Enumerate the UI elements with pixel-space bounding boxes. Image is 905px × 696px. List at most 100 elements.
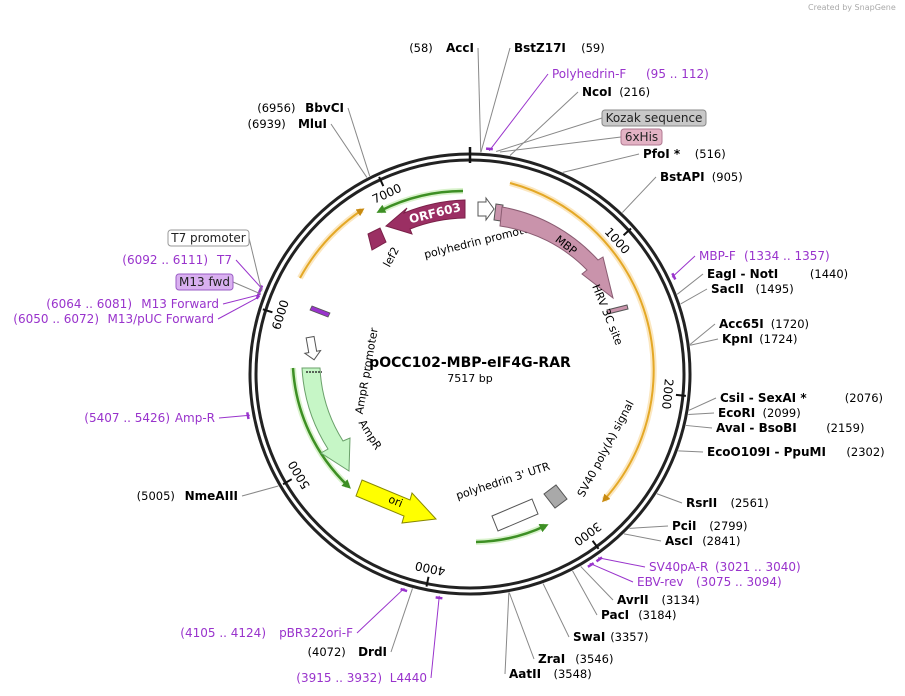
box-t7-promoter	[167, 229, 250, 247]
tick-label: 4000	[414, 559, 447, 579]
orf-arc-left	[297, 207, 364, 280]
site-zrai-name: ZraI	[538, 652, 565, 666]
feature-sv40-label: SV40 poly(A) signal	[575, 398, 637, 499]
feature-lef2-arrow	[367, 227, 387, 251]
primer-m13-pucfwd-position: (6050 .. 6072)	[13, 312, 99, 326]
site-leader	[509, 91, 579, 156]
site-sacii-position: (1495)	[756, 282, 794, 296]
site-kpni-position: (1724)	[759, 332, 797, 346]
box-his-label: 6xHis	[625, 130, 658, 144]
primer-t7-position: (6092 .. 6111)	[122, 253, 208, 267]
site-drdi-position: (4072)	[308, 645, 346, 659]
primer-mark	[671, 272, 677, 281]
site-mlui-position: (6939)	[248, 117, 286, 131]
primer-amp-r-position: (5407 .. 5426)	[84, 411, 170, 425]
primer-m13-pucfwd-name: M13/pUC Forward	[107, 312, 214, 326]
feature-hrv3c-mark	[606, 304, 629, 315]
site-csii-position: (2076)	[845, 391, 883, 405]
site-leader	[347, 107, 371, 177]
feature-polyhedrin-utr-box	[491, 498, 539, 532]
direction-arrows	[290, 188, 549, 545]
site-leader	[622, 176, 657, 213]
box-kozak-label: Kozak sequence	[606, 111, 703, 125]
primer-m13-forward-name: M13 Forward	[141, 297, 219, 311]
site-ncoi-position: (216)	[619, 85, 650, 99]
primer-polyhedrin-f-name: Polyhedrin-F	[552, 67, 626, 81]
site-leader	[676, 273, 704, 295]
site-nmeaiii-name: NmeAIII	[185, 489, 238, 503]
feature-ampr-promoter-arrow	[303, 335, 322, 361]
site-rsrii-name: RsrII	[686, 496, 717, 510]
feature-polyhedrin-utr-label: polyhedrin 3' UTR	[454, 460, 552, 503]
site-bstapi-position: (905)	[712, 170, 743, 184]
site-leader	[656, 493, 683, 504]
site-accI-position: (58)	[409, 41, 433, 55]
tick-mark	[675, 393, 686, 397]
primer-l4440-position: (3915 .. 3932)	[296, 671, 382, 685]
feature-polyhedrin-promoter-arrow	[477, 196, 495, 222]
primer-leader	[217, 295, 261, 320]
site-ncoi-name: NcoI	[582, 85, 612, 99]
site-avrii-name: AvrII	[617, 593, 649, 607]
map-labels: AccI(58)BstZ17I(59)NcoI(216)PfoI *(516)B…	[13, 41, 884, 685]
primer-leader	[218, 414, 250, 419]
site-leader	[508, 592, 535, 660]
box-m13fwd-label: M13 fwd	[179, 275, 230, 289]
primer-ebv-rev-position: (3075 .. 3094)	[696, 575, 782, 589]
site-kpni-name: KpnI	[722, 332, 753, 346]
site-acc65i-name: Acc65I	[719, 317, 764, 331]
site-paci-position: (3184)	[638, 608, 676, 622]
box-m13fwd	[175, 273, 234, 291]
primer-sv40pa-r-name: SV40pA-R	[649, 560, 708, 574]
site-leader	[690, 338, 719, 346]
site-nmeaiii-position: (5005)	[137, 489, 175, 503]
box-leader	[499, 136, 622, 153]
site-pcii-name: PciI	[672, 519, 697, 533]
site-asci-name: AscI	[665, 534, 693, 548]
tick-mark	[282, 478, 293, 486]
site-bstapi-name: BstAPI	[660, 170, 705, 184]
site-bstz17i-name: BstZ17I	[514, 41, 566, 55]
site-bstz17i-position: (59)	[581, 41, 605, 55]
site-swai-position: (3357)	[610, 630, 648, 644]
primer-pbr322ori-f-name: pBR322ori-F	[279, 626, 353, 640]
site-swai-name: SwaI	[573, 630, 605, 644]
primer-leader	[671, 255, 696, 278]
site-eco0109i-position: (2302)	[846, 445, 884, 459]
site-leader	[689, 323, 716, 345]
arrow-ori-dir	[475, 523, 547, 545]
primer-mark	[246, 412, 250, 420]
tick-mark	[378, 176, 385, 187]
primer-mark	[485, 147, 493, 151]
label-leader-lines	[217, 47, 719, 679]
primer-m13-forward-position: (6064 .. 6081)	[46, 297, 132, 311]
primer-pbr322ori-f-position: (4105 .. 4124)	[180, 626, 266, 640]
site-aatii-name: AatII	[509, 667, 541, 681]
site-leader	[477, 47, 482, 153]
site-leader	[480, 47, 511, 153]
primer-l4440-name: L4440	[390, 671, 427, 685]
feature-lef2-label: lef2	[381, 245, 402, 269]
site-pfoi-position: (516)	[695, 147, 726, 161]
primer-leader	[222, 293, 261, 305]
site-leader	[580, 566, 614, 601]
primer-mark	[435, 596, 443, 600]
feature-mbp-arrow	[499, 206, 614, 300]
plasmid-length: 7517 bp	[447, 372, 492, 385]
box-leader	[496, 117, 603, 153]
site-leader	[629, 525, 669, 529]
orf-arcs	[297, 180, 657, 503]
tick-mark	[262, 308, 273, 314]
site-bbvci-name: BbvCI	[305, 101, 344, 115]
site-aatii-position: (3548)	[554, 667, 592, 681]
site-leader	[504, 592, 510, 675]
site-drdi-name: DrdI	[358, 645, 387, 659]
primer-mark	[400, 587, 408, 593]
site-ecori-name: EcoRI	[718, 406, 755, 420]
site-leader	[680, 288, 708, 305]
plasmid-name: pOCC102-MBP-eIF4G-RAR	[369, 355, 571, 371]
primer-mark	[595, 556, 603, 563]
site-acc65i-position: (1720)	[771, 317, 809, 331]
feature-ampr-arrow	[301, 367, 351, 472]
